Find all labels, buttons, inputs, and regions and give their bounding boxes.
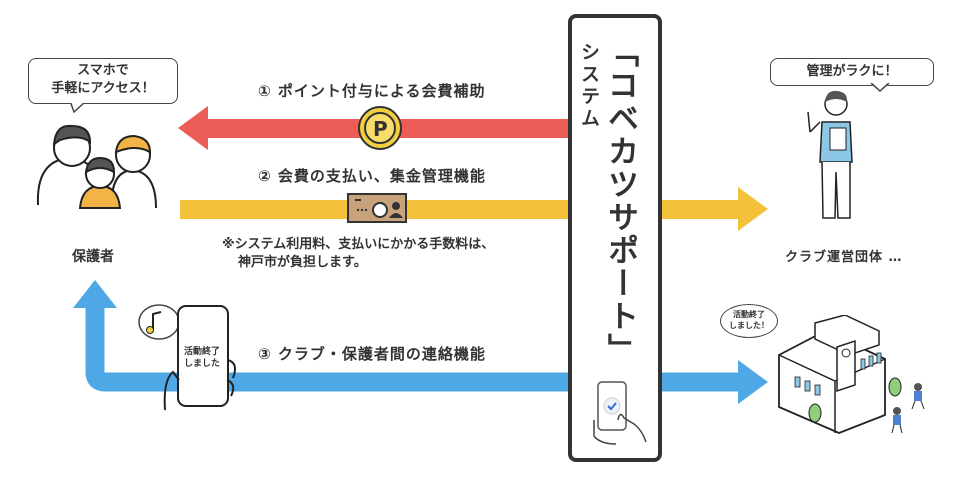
- system-title: 「コベカツサポート」: [602, 36, 638, 366]
- coin-letter: P: [373, 117, 388, 141]
- student-figure-1: [891, 407, 903, 434]
- phone-message-line1: 活動終了: [183, 347, 220, 357]
- flow-label-communication: ③ クラブ・保護者間の連絡機能: [258, 345, 486, 363]
- school-bubble-line2: しました！: [729, 321, 769, 330]
- card-icon: [347, 193, 407, 223]
- school-speech-bubble: 活動終了 しました！: [720, 304, 778, 338]
- fee-note-line2: 神戸市が負担します。: [238, 255, 367, 270]
- school-bubble-line1: 活動終了: [733, 310, 765, 319]
- blue-arrow-both-ways: [73, 280, 768, 404]
- flow-label-payment: ② 会費の支払い、集金管理機能: [258, 167, 486, 185]
- phone-message-line2: しました: [183, 359, 220, 369]
- guardians-illustration: [36, 100, 157, 209]
- point-coin-icon: [358, 106, 402, 150]
- fee-note-line1: ※システム利用料、支払いにかかる手数料は、: [222, 237, 495, 252]
- clubs-speech-bubble: 管理がラクに！: [770, 58, 934, 86]
- guardians-bubble-line1: スマホで: [77, 63, 129, 78]
- student-figure-2: [911, 383, 925, 410]
- smartphone-check-icon: [593, 381, 647, 445]
- guardians-speech-bubble: スマホで 手軽にアクセス！: [28, 58, 178, 104]
- phone-in-hand-illustration: [138, 304, 236, 411]
- system-subtitle: システム: [578, 42, 600, 130]
- yellow-arrow-to-clubs: [180, 187, 768, 231]
- flow-label-point-subsidy: ① ポイント付与による会費補助: [258, 82, 486, 100]
- kobekatsu-system-box: 「コベカツサポート」システム: [568, 14, 662, 462]
- school-building-illustration: [778, 315, 925, 434]
- phone-message: 活動終了 しました: [182, 346, 222, 370]
- guardians-label: 保護者: [72, 249, 114, 265]
- guardians-bubble-line2: 手軽にアクセス！: [51, 81, 155, 96]
- clubs-label: クラブ運営団体 …: [785, 250, 903, 265]
- club-staff-illustration: [807, 82, 892, 219]
